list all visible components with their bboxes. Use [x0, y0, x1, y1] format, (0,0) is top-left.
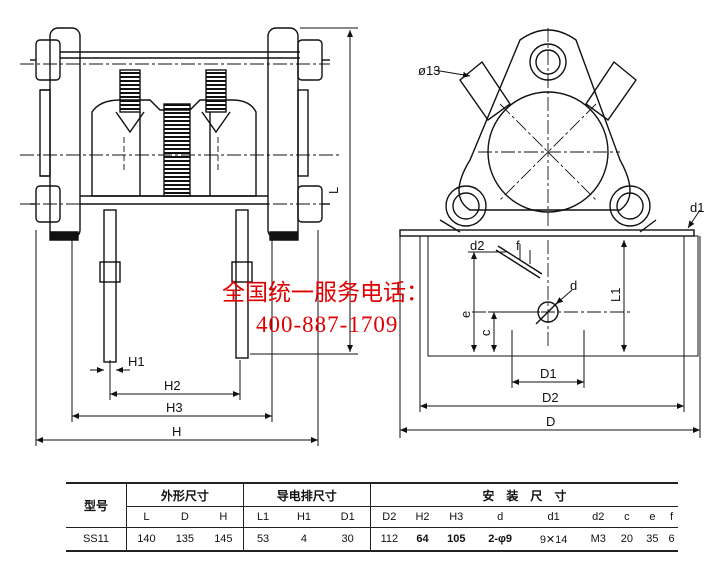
value-cell: 35	[646, 533, 659, 545]
col-header: f	[665, 506, 678, 528]
value-cell: 105	[447, 533, 466, 545]
watermark-line1: 全国统一服务电话：	[222, 280, 429, 306]
value-cell: 20	[620, 533, 633, 545]
label-D1: D1	[540, 366, 557, 381]
table-group-header: 型号 外形尺寸 导电排尺寸 安 装 尺 寸	[66, 483, 678, 528]
label-L1: L1	[608, 288, 623, 302]
value-cell: 9✕14	[539, 533, 568, 546]
side-view	[20, 27, 340, 363]
col-header: D	[165, 506, 204, 528]
group-outer-dimensions: 外形尺寸	[126, 483, 244, 507]
label-phi13: ø13	[418, 63, 440, 78]
col-header: H	[203, 506, 244, 528]
col-header: d1	[524, 506, 583, 528]
value-cell: 145	[214, 533, 233, 545]
label-f: f	[516, 238, 520, 253]
label-H: H	[172, 424, 181, 439]
col-header: L1	[242, 506, 283, 528]
value-cell: 135	[175, 533, 195, 545]
value-cell: 53	[242, 527, 283, 551]
label-d: d	[570, 278, 577, 293]
group-install-dimensions: 安 装 尺 寸	[369, 483, 678, 507]
col-header: c	[614, 506, 640, 528]
group-conductor-dimensions: 导电排尺寸	[242, 483, 371, 507]
watermark-line2: 400-887-1709	[256, 312, 398, 337]
table-row: SS11 140 135 145 53 4 30 112 64 105 2-φ9…	[66, 527, 678, 551]
label-H1: H1	[128, 354, 145, 369]
col-header: L	[125, 506, 166, 528]
col-header: H3	[437, 506, 476, 528]
col-header: D1	[325, 506, 371, 528]
value-cell: 2-φ9	[488, 533, 513, 545]
value-cell: 6	[668, 533, 675, 545]
col-header: H2	[407, 506, 438, 528]
label-L: L	[326, 187, 341, 194]
label-H3: H3	[166, 400, 183, 415]
technical-drawing: L H H3 H2 H1	[20, 27, 704, 446]
table-sub-header: L D H L1 H1 D1 D2 H2 H3 d d1 d2 c e f	[66, 506, 678, 528]
value-cell: 112	[369, 527, 408, 551]
label-c: c	[478, 329, 493, 336]
value-cell: 64	[416, 533, 429, 545]
label-d2: d2	[470, 238, 484, 253]
col-header: e	[639, 506, 666, 528]
col-header: d2	[582, 506, 615, 528]
value-cell: 140	[125, 527, 166, 551]
model-cell: SS11	[82, 533, 110, 545]
model-header: 型号	[66, 483, 127, 528]
front-view-dimensions	[399, 69, 701, 438]
col-header: H1	[282, 506, 326, 528]
value-cell: 4	[300, 533, 308, 545]
front-view	[399, 28, 699, 357]
value-cell: 30	[341, 533, 354, 545]
label-e: e	[458, 311, 473, 318]
label-H2: H2	[164, 378, 181, 393]
side-view-dimensions	[35, 27, 358, 446]
label-D2: D2	[542, 390, 559, 405]
label-d1: d1	[690, 200, 704, 215]
col-header: D2	[369, 506, 408, 528]
label-D: D	[546, 414, 555, 429]
value-cell: M3	[590, 533, 606, 545]
spec-table: 型号 外形尺寸 导电排尺寸 安 装 尺 寸 L D H L1 H1 D1 D2 …	[66, 482, 678, 552]
col-header: d	[475, 506, 525, 528]
